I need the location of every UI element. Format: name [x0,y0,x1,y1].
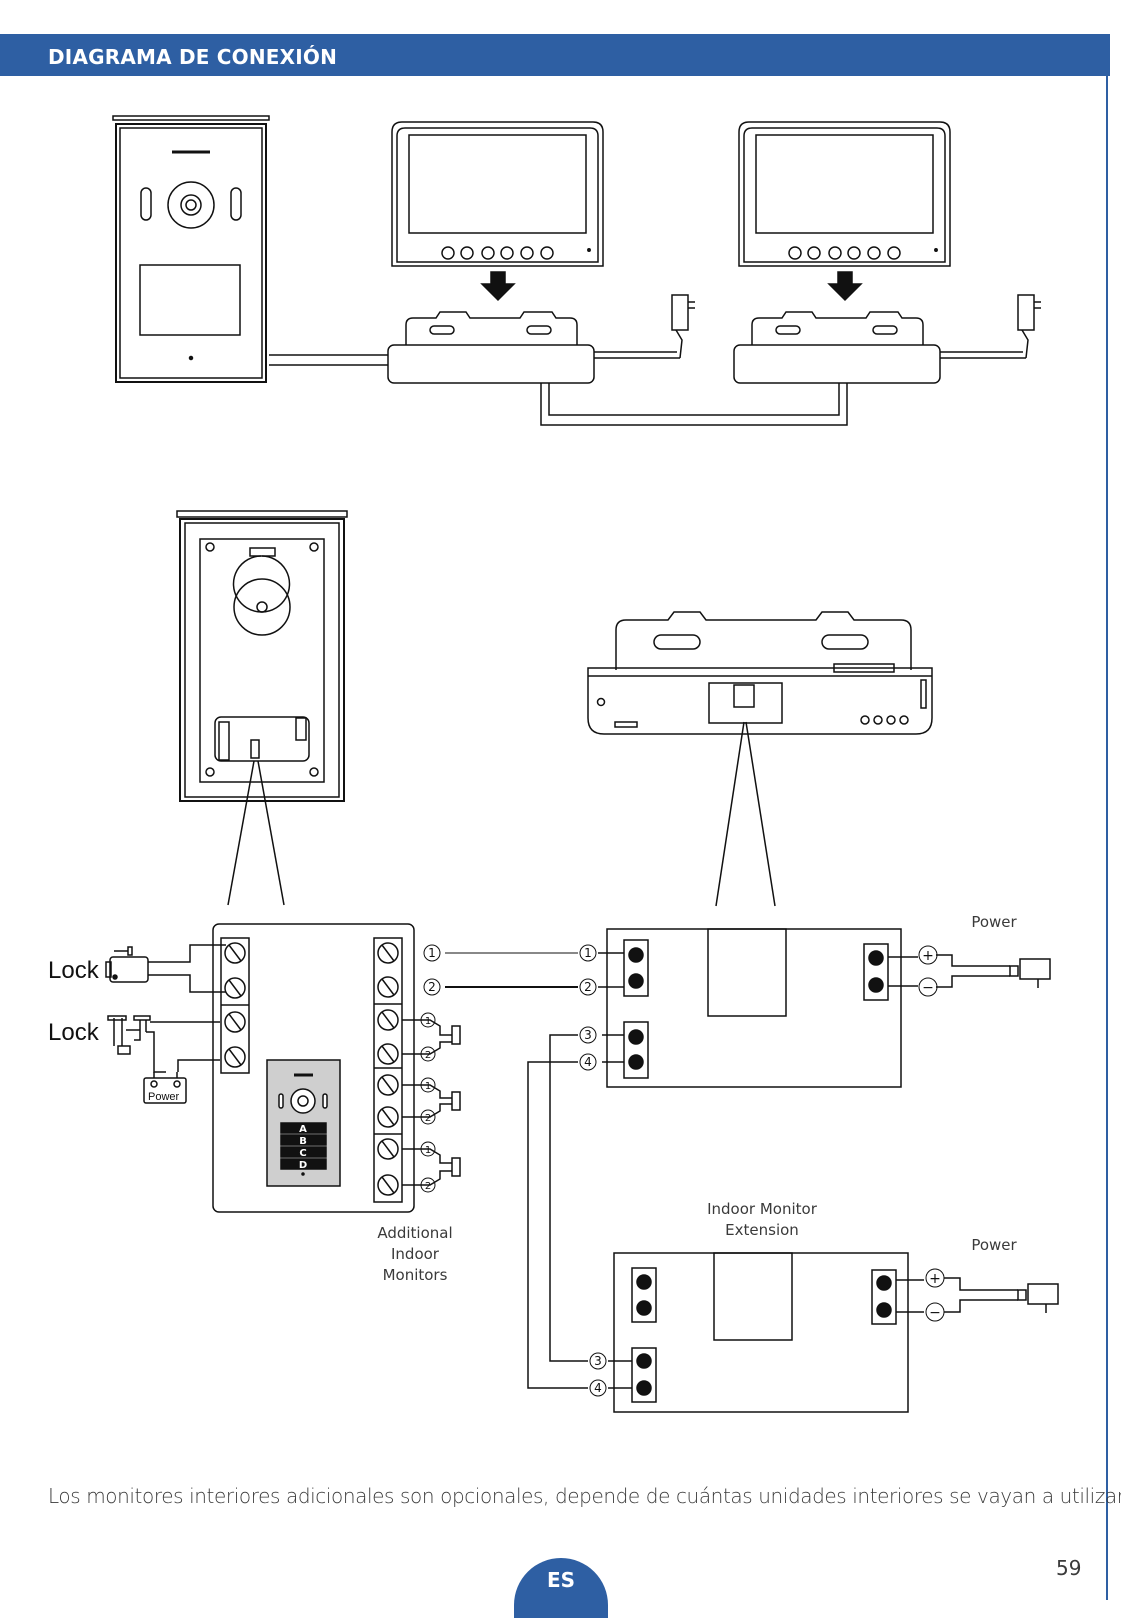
page-number: 59 [1056,1556,1082,1580]
keypad-a: A [299,1124,307,1135]
keypad-c: C [299,1148,306,1159]
language-label: ES [546,1568,576,1592]
marker-3-a: 3 [584,1028,592,1042]
outdoor-terminal-board [212,923,415,1213]
electric-lock-device [105,944,226,993]
page-edge-rule [1106,76,1108,1600]
monitor-rear [587,611,933,907]
outdoor-panel-front [112,115,270,383]
power-adapter-2 [940,294,1041,359]
main-power-adapter [888,954,1051,988]
lock-label-top: Lock [48,957,100,984]
marker-4-a: 4 [584,1055,592,1069]
monitor-terminals [377,942,399,1196]
extension-power-adapter [896,1277,1059,1313]
section-title: DIAGRAMA DE CONEXIÓN [48,45,338,69]
monitor-1-buttons [441,246,554,260]
lock-power-supply [143,1072,187,1104]
lock-terminals [224,942,246,1068]
plus-marker-bottom: + [929,1271,941,1287]
footer-note: Los monitores interiores adicionales son… [48,1484,1121,1508]
additional-label-3: Monitors [383,1266,448,1284]
power-label-small: Power [148,1091,180,1103]
marker-2-e: 2 [425,1181,431,1192]
monitor-terminal-board [606,928,902,1088]
extension-terminal-board [613,1252,909,1413]
monitor-2-buttons [788,246,901,260]
electric-strike-device [107,1015,220,1073]
marker-2-c: 2 [425,1050,431,1061]
additional-label-1: Additional [377,1224,452,1242]
marker-2-b: 2 [584,980,592,994]
additional-label-2: Indoor [391,1245,440,1263]
keypad-b: B [299,1136,307,1147]
marker-3-b: 3 [594,1354,602,1368]
lock-label-bottom: Lock [48,1019,100,1046]
minus-marker-top: − [922,980,934,996]
marker-1-b: 1 [584,946,592,960]
top-wiring [269,354,848,426]
keypad-d: D [299,1160,307,1171]
additional-monitor-connectors [402,1019,461,1186]
section-header-bar [0,34,1110,76]
mini-outdoor-panel [266,1059,341,1187]
outdoor-panel-rear [176,510,348,906]
extension-label-2: Extension [725,1221,799,1239]
marker-1-d: 1 [425,1081,431,1092]
power-adapter-1 [594,294,695,359]
marker-1-e: 1 [425,1145,431,1156]
plus-marker-top: + [922,948,934,964]
indoor-monitor-2 [738,121,951,302]
monitor-bracket-2 [733,311,941,384]
indoor-monitor-1 [391,121,604,302]
minus-marker-bottom: − [929,1305,941,1321]
monitor-bracket-1 [387,311,595,384]
marker-4-b: 4 [594,1381,602,1395]
extension-label-1: Indoor Monitor [707,1200,818,1218]
marker-1-c: 1 [425,1016,431,1027]
marker-1-a: 1 [428,946,436,960]
power-label-top: Power [971,913,1017,931]
signal-wires [445,952,632,1389]
terminal-markers [420,944,945,1397]
power-label-bottom: Power [971,1236,1017,1254]
marker-2-d: 2 [425,1113,431,1124]
marker-2-a: 2 [428,980,436,994]
